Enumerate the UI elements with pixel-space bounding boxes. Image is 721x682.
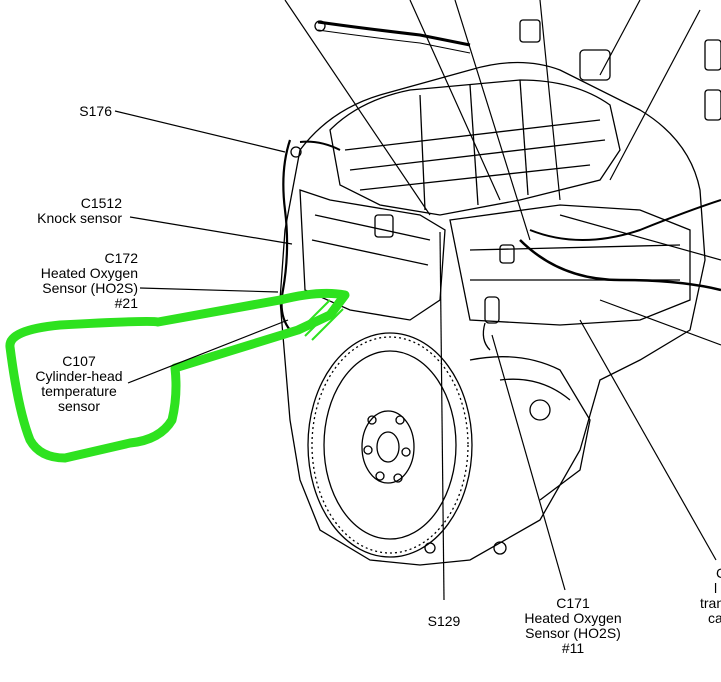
label-c172: C172 Heated Oxygen Sensor (HO2S) #21 — [10, 251, 138, 311]
label-c107: C107 Cylinder-head temperature sensor — [18, 354, 140, 414]
label-s129: S129 — [427, 613, 461, 629]
label-c172-id: C172 — [104, 250, 138, 266]
label-c107-line2: temperature — [41, 383, 117, 399]
label-c1512-id: C1512 — [80, 195, 122, 211]
label-right-partial-line0: C — [700, 566, 721, 581]
label-c107-line3: sensor — [57, 398, 101, 414]
highlight-hatch — [299, 299, 344, 341]
label-c171-line1: Heated Oxygen — [524, 610, 622, 626]
label-c1512-desc: Knock sensor — [37, 210, 122, 226]
leader-lines — [114, 0, 721, 601]
label-s176: S176 — [79, 103, 112, 119]
label-c172-line1: Heated Oxygen — [40, 265, 138, 281]
label-c171-id: C171 — [556, 595, 590, 611]
engine-illustration — [279, 19, 721, 566]
label-right-partial-line1: l — [714, 580, 718, 596]
label-right-partial-line2: tran — [700, 595, 721, 611]
label-c171-line3: #11 — [561, 640, 585, 656]
label-right-partial: C l tran ca — [700, 566, 721, 626]
label-right-partial-line3: ca — [708, 610, 721, 626]
label-c107-id: C107 — [62, 353, 96, 369]
label-c171-line2: Sensor (HO2S) — [525, 625, 621, 641]
highlight-c107 — [5, 288, 350, 463]
label-c1512: C1512 Knock sensor — [10, 196, 122, 226]
label-c171: C171 Heated Oxygen Sensor (HO2S) #11 — [508, 596, 638, 656]
label-c172-line3: #21 — [114, 295, 138, 311]
label-c172-line2: Sensor (HO2S) — [42, 280, 138, 296]
label-c107-line1: Cylinder-head — [35, 368, 123, 384]
